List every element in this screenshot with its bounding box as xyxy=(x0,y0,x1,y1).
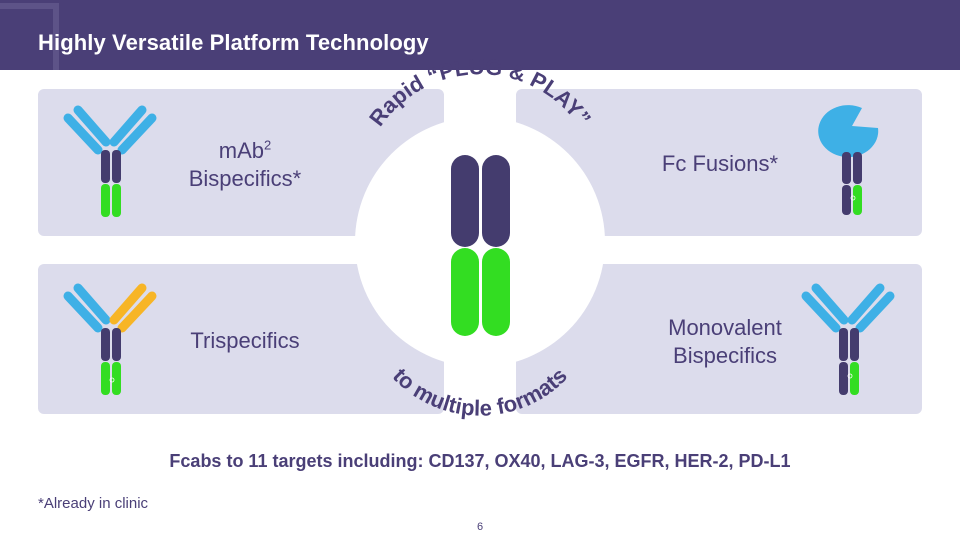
trispecifics-label: Trispecifics xyxy=(190,328,300,353)
mab2-bispecifics-label: mAb2 Bispecifics* xyxy=(188,137,302,191)
arc-text-bottom: to multiple formats xyxy=(388,363,572,421)
page-number: 6 xyxy=(476,521,484,533)
trispecific-antibody-icon xyxy=(63,283,157,395)
footnote: *Already in clinic xyxy=(38,495,149,512)
fc-fusion-icon xyxy=(818,105,879,215)
header-corner-accent xyxy=(0,3,59,70)
monovalent-bispecific-icon xyxy=(801,283,895,395)
center-fc-domain-icon xyxy=(451,155,510,336)
monovalent-bispecifics-label: Monovalent Bispecifics xyxy=(668,315,782,368)
fcabs-targets-text: Fcabs to 11 targets including: CD137, OX… xyxy=(169,451,791,471)
fc-fusions-label: Fc Fusions* xyxy=(661,151,779,176)
center-circle xyxy=(355,117,605,367)
page-title: Highly Versatile Platform Technology xyxy=(38,30,429,55)
header-bar: Highly Versatile Platform Technology xyxy=(0,0,960,70)
mab2-antibody-icon xyxy=(63,105,157,217)
arc-text-top: Rapid “PLUG & PLAY” xyxy=(364,54,596,130)
